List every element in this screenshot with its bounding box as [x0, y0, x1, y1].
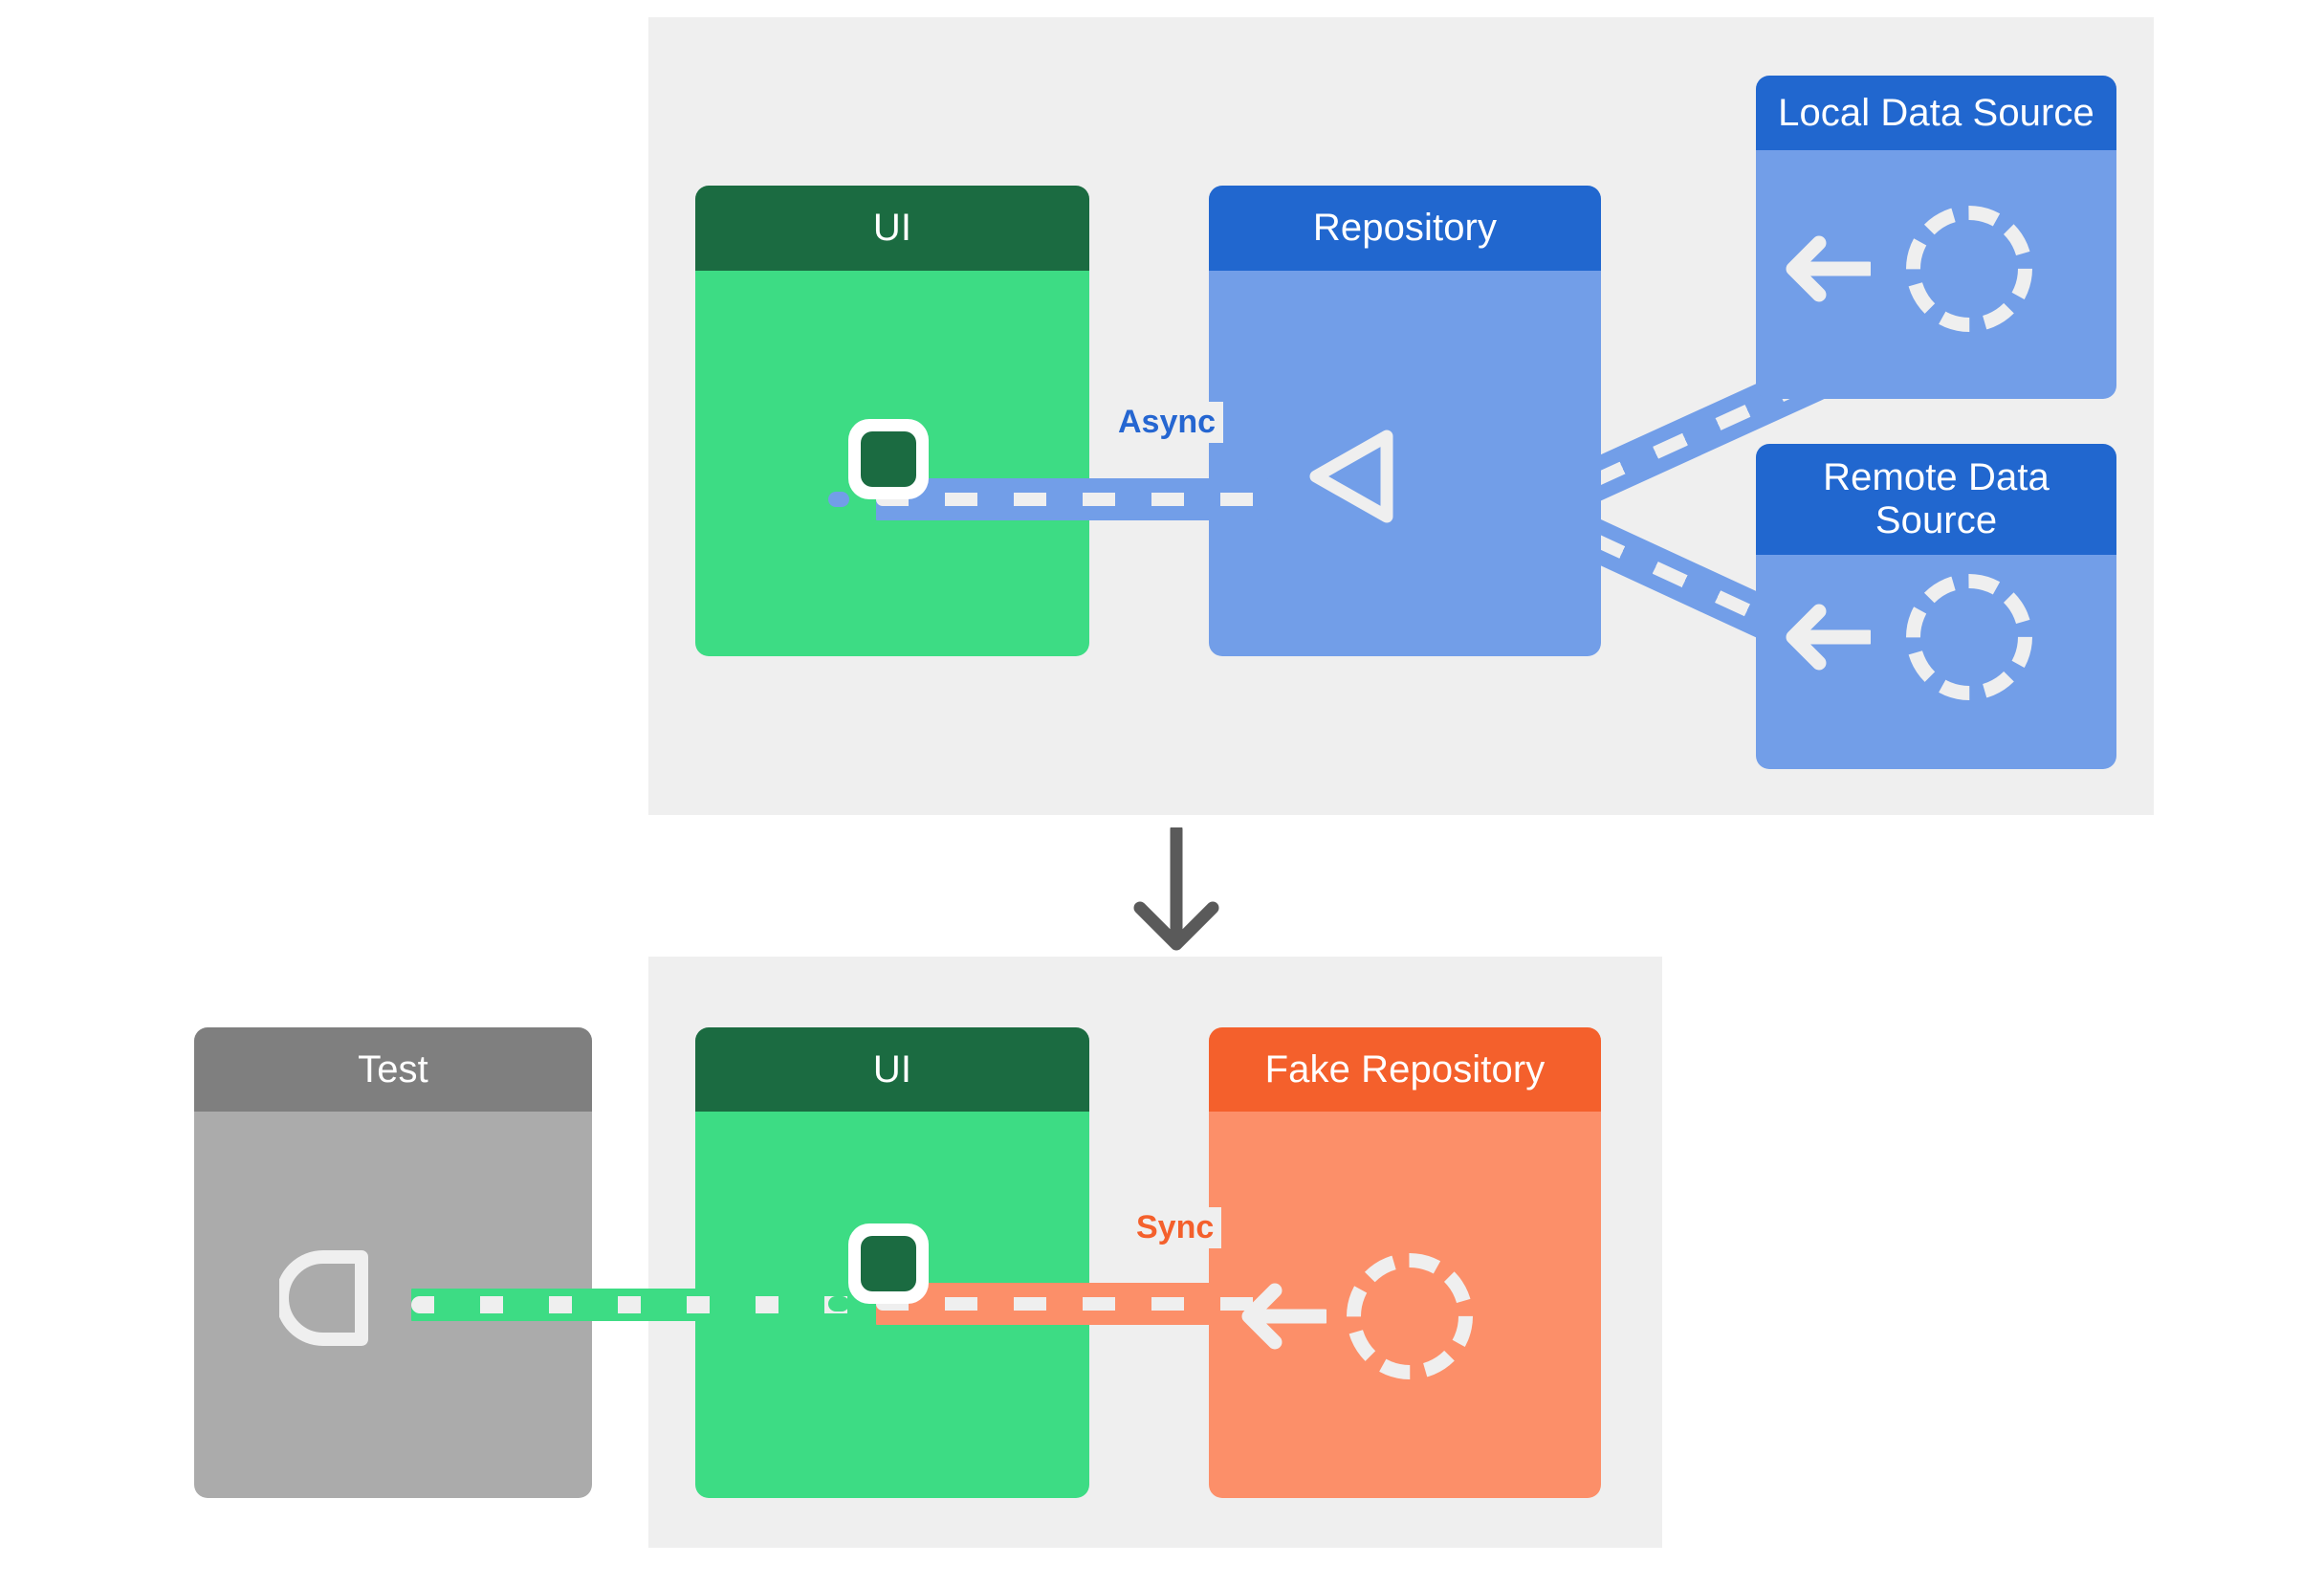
arrow-left-icon-fake-repository — [1237, 1283, 1332, 1350]
dashed-circle-port-icon-fake-repository — [1347, 1253, 1473, 1379]
box-test-title: Test — [194, 1027, 592, 1112]
arrow-left-svg — [1786, 235, 1876, 302]
box-local-data-source[interactable]: Local Data Source — [1756, 76, 2116, 399]
connector-ui-to-fake-repository-sync — [876, 1283, 1278, 1325]
provider-triangle-icon-repository — [1303, 427, 1398, 526]
socket-stub-ui-async — [828, 492, 849, 507]
arrow-left-svg — [1241, 1283, 1332, 1350]
box-repository[interactable]: Repository — [1209, 186, 1601, 656]
box-test[interactable]: Test — [194, 1027, 592, 1498]
box-repository-title: Repository — [1209, 186, 1601, 271]
connector-band-dashes — [876, 493, 1268, 506]
box-ui-async[interactable]: UI — [695, 186, 1089, 656]
flow-arrow-down-icon — [1127, 823, 1227, 952]
arrow-left-svg — [1786, 604, 1876, 671]
connector-band-dashes — [876, 1297, 1278, 1311]
box-remote-data-source-title: Remote Data Source — [1756, 444, 2116, 555]
box-fake-repository-title: Fake Repository — [1209, 1027, 1601, 1112]
socket-square-icon-ui-async — [848, 419, 929, 499]
box-local-data-source-title: Local Data Source — [1756, 76, 2116, 150]
dashed-circle-port-icon-local-data-source — [1906, 206, 2032, 332]
socket-stub-ui-sync — [828, 1296, 849, 1311]
socket-d-icon-test — [275, 1248, 375, 1348]
socket-d-svg — [275, 1250, 368, 1346]
box-ui-sync-title: UI — [695, 1027, 1089, 1112]
connector-ui-to-repository-async — [876, 478, 1268, 520]
socket-square-inner — [861, 1236, 916, 1291]
flow-arrow-svg — [1133, 823, 1219, 951]
arrow-left-icon-remote-data-source — [1781, 604, 1876, 671]
connector-band-dots — [411, 1296, 895, 1313]
socket-square-icon-ui-sync — [848, 1223, 929, 1304]
connector-label-sync: Sync — [1129, 1207, 1222, 1248]
arrow-left-icon-local-data-source — [1781, 235, 1876, 302]
provider-triangle-svg — [1309, 430, 1393, 523]
socket-square-inner — [861, 431, 916, 487]
box-ui-async-title: UI — [695, 186, 1089, 271]
connector-test-to-ui — [411, 1289, 895, 1321]
box-repository-body — [1209, 271, 1601, 656]
connector-label-async: Async — [1110, 402, 1224, 443]
dashed-circle-port-icon-remote-data-source — [1906, 574, 2032, 700]
